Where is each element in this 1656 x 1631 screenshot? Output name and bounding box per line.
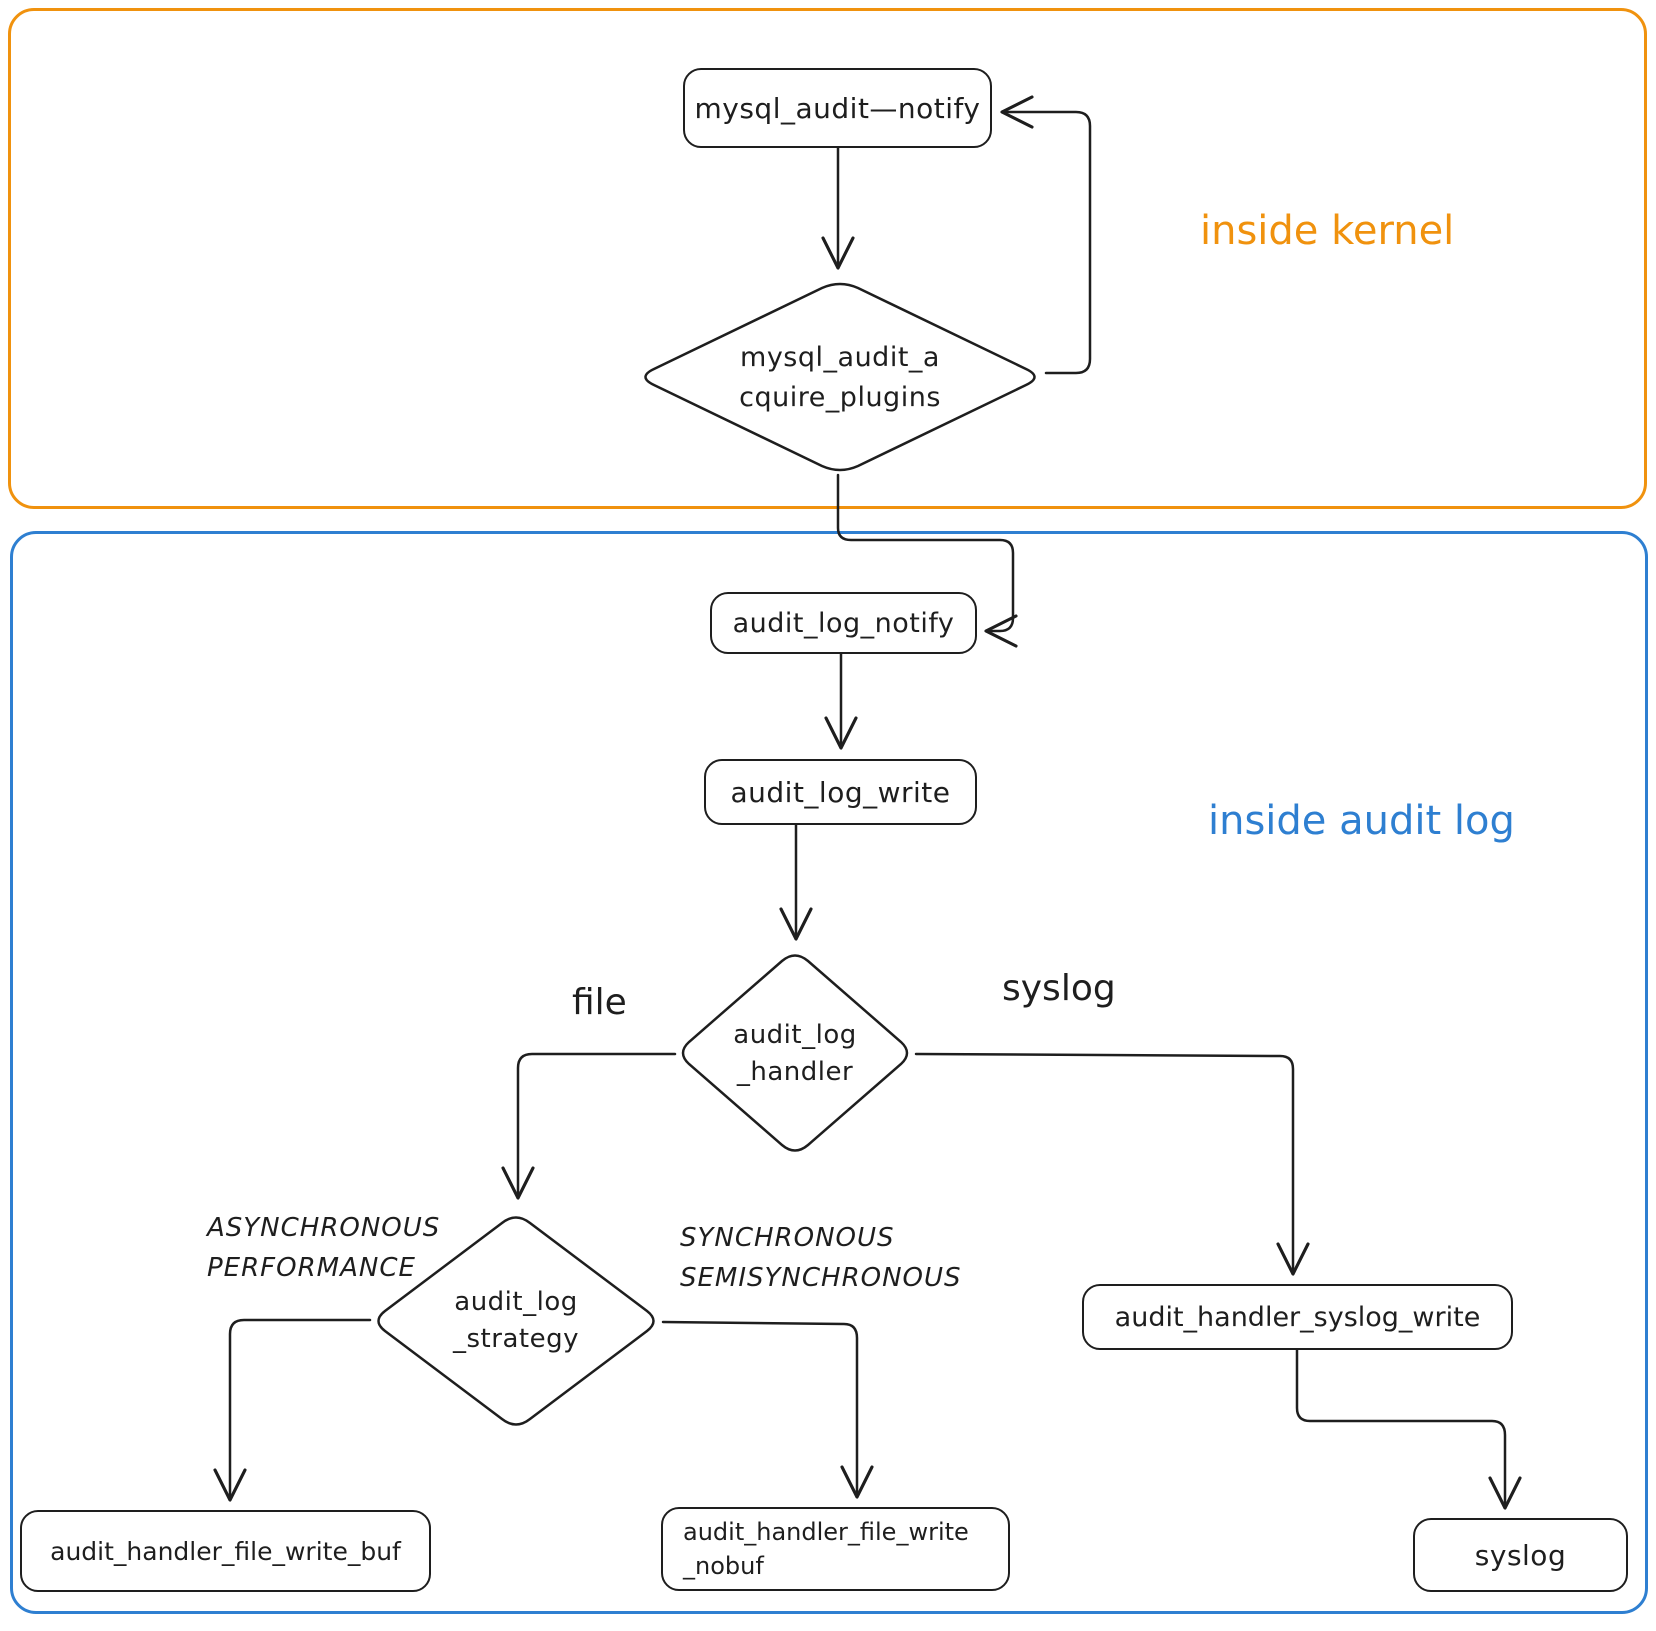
arrow-strategy-to-nobuf xyxy=(661,1320,874,1499)
arrow-handler-syslog-to-syslog-write xyxy=(914,1052,1310,1276)
arrow-handler-file-to-strategy xyxy=(501,1052,677,1200)
node-mysql-audit-notify: mysql_audit—notify xyxy=(683,68,992,148)
strategy-line2: _strategy xyxy=(453,1324,579,1354)
arrow-strategy-to-buf xyxy=(213,1318,372,1502)
audit-log-region-label: inside audit log xyxy=(1208,798,1515,844)
node-audit-handler-file-write-buf: audit_handler_file_write_buf xyxy=(20,1510,431,1592)
nobuf-line1: audit_handler_file_write xyxy=(683,1518,969,1546)
synchronous-semisynchronous-label: SYNCHRONOUS SEMISYNCHRONOUS xyxy=(680,1218,962,1298)
async-line2: PERFORMANCE xyxy=(207,1253,416,1283)
strategy-line1: audit_log xyxy=(454,1287,578,1317)
acquire-plugins-diamond-label: mysql_audit_a cquire_plugins xyxy=(690,338,990,418)
strategy-diamond xyxy=(377,1216,655,1426)
arrow-acquire-to-log-notify xyxy=(836,473,1018,648)
acquire-line2: cquire_plugins xyxy=(739,382,941,413)
acquire-line1: mysql_audit_a xyxy=(740,342,940,373)
sync-line1: SYNCHRONOUS xyxy=(680,1223,895,1253)
node-audit-log-notify: audit_log_notify xyxy=(710,592,977,654)
kernel-region-label: inside kernel xyxy=(1200,208,1455,254)
asynchronous-performance-label: ASYNCHRONOUS PERFORMANCE xyxy=(207,1208,440,1288)
syslog-branch-label: syslog xyxy=(1002,968,1116,1009)
arrow-syslog-write-to-syslog xyxy=(1295,1348,1522,1510)
handler-line1: audit_log xyxy=(733,1020,857,1050)
async-line1: ASYNCHRONOUS xyxy=(207,1213,441,1243)
node-syslog-endpoint: syslog xyxy=(1413,1518,1628,1592)
node-audit-handler-syslog-write: audit_handler_syslog_write xyxy=(1082,1284,1513,1350)
node-audit-handler-file-write-nobuf: audit_handler_file_write _nobuf xyxy=(661,1507,1010,1591)
handler-line2: _handler xyxy=(736,1057,854,1087)
kernel-region-frame xyxy=(8,8,1647,509)
acquire-plugins-diamond xyxy=(644,282,1036,472)
audit-log-region-frame xyxy=(10,531,1648,1614)
handler-diamond-label: audit_log _handler xyxy=(695,1017,895,1091)
sync-line2: SEMISYNCHRONOUS xyxy=(680,1263,962,1293)
node-audit-log-write: audit_log_write xyxy=(704,759,977,825)
strategy-diamond-label: audit_log _strategy xyxy=(416,1284,616,1358)
nobuf-line2: _nobuf xyxy=(683,1552,764,1580)
file-branch-label: file xyxy=(572,982,627,1023)
arrow-acquire-loop-to-notify xyxy=(1000,95,1092,375)
handler-diamond xyxy=(681,954,909,1152)
